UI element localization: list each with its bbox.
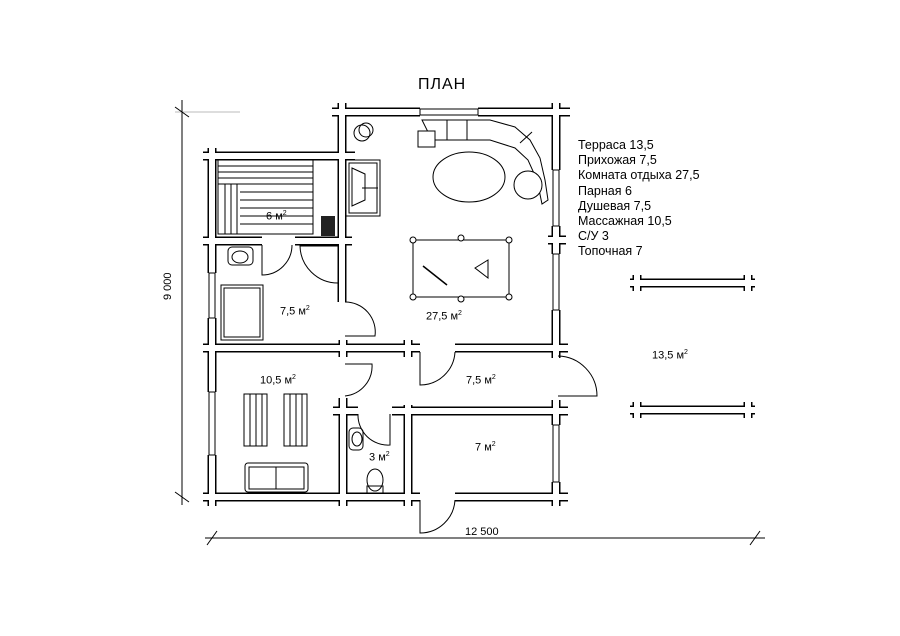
sofa: [417, 119, 549, 205]
room-label-boiler: 7 м2: [475, 441, 496, 454]
room-label-steam: 6 м2: [266, 210, 287, 223]
terrace-rails: [630, 275, 755, 418]
dimension-height: 9 000: [162, 272, 174, 300]
room-label-wc: 3 м2: [369, 451, 390, 464]
room-label-massage: 10,5 м2: [260, 374, 296, 387]
furniture: [217, 119, 549, 494]
fireplace: [345, 159, 381, 217]
wc-sink-icon: [348, 427, 364, 451]
legend-item: Терраса 13,5: [578, 138, 654, 152]
room-label-rest: 27,5 м2: [426, 310, 462, 323]
walls: [203, 103, 570, 506]
legend-item: Прихожая 7,5: [578, 153, 657, 168]
room-label-shower: 7,5 м2: [280, 305, 310, 318]
stove-icon: [321, 216, 335, 236]
room-label-hall: 7,5 м2: [466, 374, 496, 387]
room-label-terrace: 13,5 м2: [652, 349, 688, 362]
shower-tray: [299, 245, 339, 284]
windows: [208, 108, 560, 483]
massage-bed: [220, 284, 264, 341]
coffee-table: [432, 151, 506, 203]
billiard-table: [409, 234, 513, 303]
room-legend: Терраса 13,5 Прихожая 7,5 Комната отдыха…: [578, 138, 700, 260]
legend-item: Топочная 7: [578, 244, 643, 259]
couch: [244, 462, 309, 493]
sink-icon: [227, 246, 254, 266]
dimension-width: 12 500: [465, 526, 499, 538]
plant-icon: [353, 122, 374, 142]
plan-title: ПЛАН: [418, 76, 467, 93]
legend-item: Комната отдыха 27,5: [578, 168, 700, 183]
legend-item: Душевая 7,5: [578, 198, 652, 213]
legend-item: Массажная 10,5: [578, 214, 672, 229]
dimension-lines: [174, 100, 765, 546]
massage-tables: [243, 393, 308, 447]
toilet-icon: [366, 468, 384, 494]
legend-item: Парная 6: [578, 183, 632, 198]
sauna-benches: [217, 159, 314, 235]
legend-item: С/У 3: [578, 229, 609, 244]
doors: [261, 244, 598, 534]
